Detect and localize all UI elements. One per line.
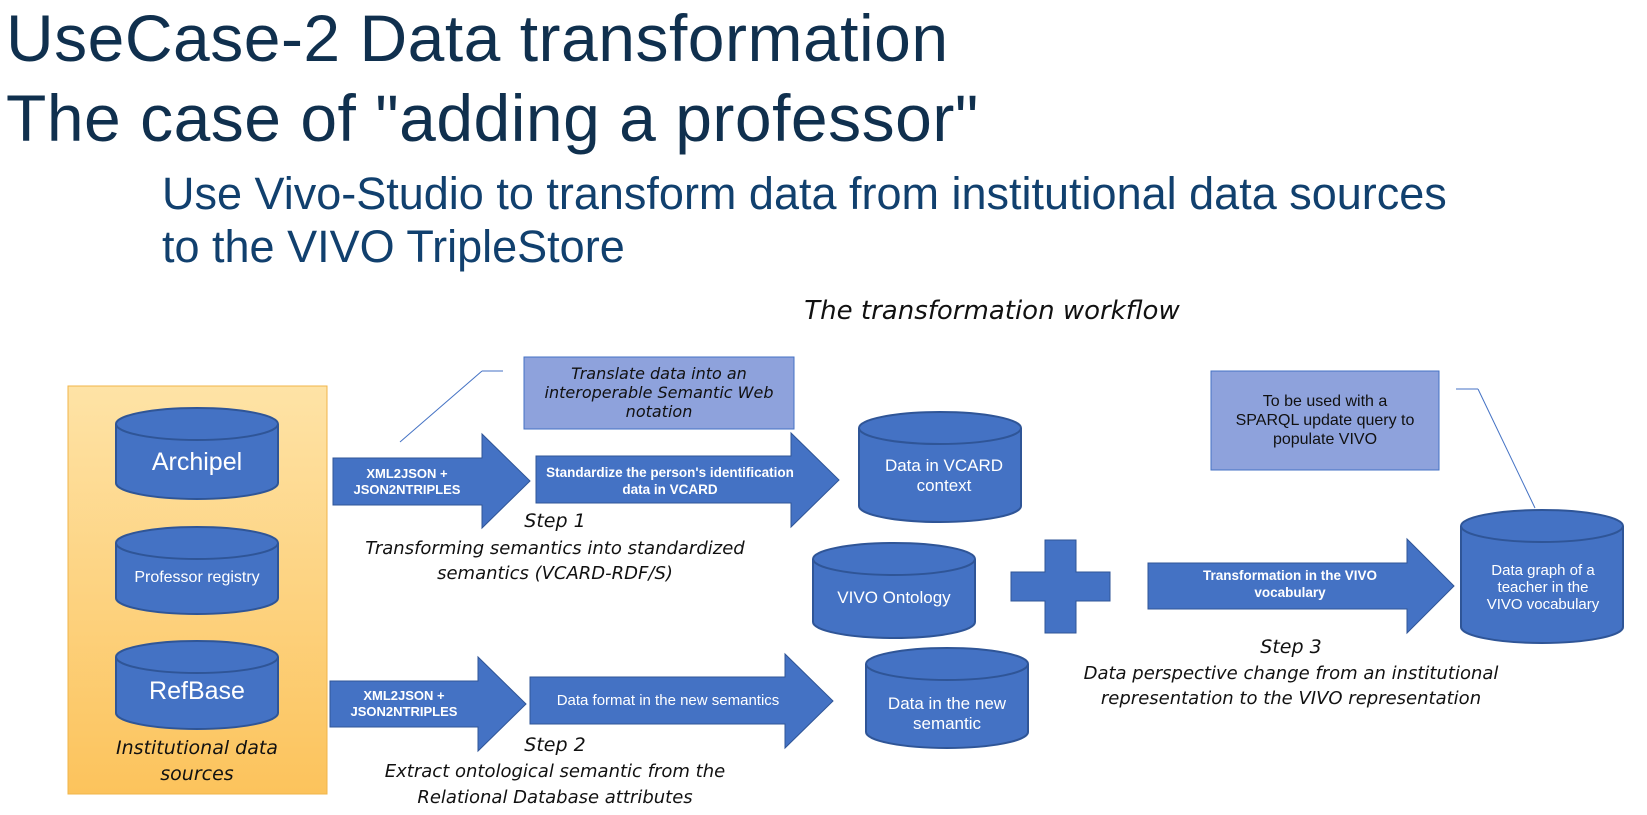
title-line-1: UseCase-2 Data transformation <box>6 1 949 75</box>
step2-desc-line-2: Relational Database attributes <box>417 787 692 808</box>
subtitle-line-1: Use Vivo-Studio to transform data from i… <box>162 168 1447 219</box>
callout-sparql-line-3: populate VIVO <box>1273 431 1377 448</box>
sources-caption-line-1: Institutional data <box>116 737 278 759</box>
vcard-context-line-2: context <box>917 476 972 495</box>
step2-desc-line-1: Extract ontological semantic from the <box>385 761 725 782</box>
step1-desc-line-2: semantics (VCARD-RDF/S) <box>437 563 673 584</box>
refbase-label: RefBase <box>149 677 245 705</box>
new-semantic-line-1: Data in the new <box>888 694 1007 713</box>
callout-sparql-box <box>1210 370 1440 471</box>
step1-tool-line-1: XML2JSON + <box>366 466 448 481</box>
callout-sparql-line-2: SPARQL update query to <box>1236 412 1415 429</box>
vivo-graph-line-3: VIVO vocabulary <box>1487 596 1600 613</box>
callout-sparql-line-1: To be used with a <box>1263 393 1388 410</box>
vivo-ontology-database: VIVO Ontology <box>812 542 976 639</box>
step3-action-arrow: Transformation in the VIVO vocabulary <box>1147 537 1455 635</box>
step1-action-arrow: Standardize the person's identification … <box>535 431 840 529</box>
refbase-database: RefBase <box>115 640 279 730</box>
new-semantic-database: Data in the new semantic <box>865 647 1029 749</box>
subtitle-line-2: to the VIVO TripleStore <box>162 221 625 272</box>
new-semantic-line-2: semantic <box>913 714 982 733</box>
step2-action-arrow: Data format in the new semantics <box>529 652 834 750</box>
vcard-context-database: Data in VCARD context <box>858 411 1022 523</box>
step1-tool-line-2: JSON2NTRIPLES <box>354 482 461 497</box>
step3-action-line-2: vocabulary <box>1254 585 1326 600</box>
step1-desc-line-1: Transforming semantics into standardized <box>365 538 745 559</box>
vivo-graph-database: Data graph of a teacher in the VIVO voca… <box>1460 509 1624 644</box>
archipel-label: Archipel <box>152 448 242 476</box>
step3-action-line-1: Transformation in the VIVO <box>1203 568 1377 583</box>
vivo-graph-line-1: Data graph of a <box>1491 562 1595 579</box>
vivo-ontology-label: VIVO Ontology <box>837 588 951 607</box>
step3-desc-line-2: representation to the VIVO representatio… <box>1101 688 1481 709</box>
professor-registry-label: Professor registry <box>134 569 259 586</box>
title-line-2: The case of "adding a professor" <box>6 81 979 155</box>
archipel-database: Archipel <box>115 407 279 500</box>
callout-translate-line-1: Translate data into an <box>571 364 747 383</box>
vcard-context-line-1: Data in VCARD <box>885 456 1003 475</box>
step2-label: Step 2 <box>524 734 585 756</box>
step1-tool-arrow: XML2JSON + JSON2NTRIPLES <box>332 432 531 530</box>
workflow-title: The transformation workflow <box>804 296 1180 326</box>
professor-registry-database: Professor registry <box>115 526 279 615</box>
callout-translate-line-3: notation <box>626 402 693 421</box>
step3-desc-line-1: Data perspective change from an institut… <box>1084 663 1499 684</box>
step2-tool-line-2: JSON2NTRIPLES <box>351 704 458 719</box>
callout-translate-box <box>523 356 795 430</box>
step1-label: Step 1 <box>524 510 585 532</box>
vivo-graph-line-2: teacher in the <box>1498 579 1589 596</box>
step2-action-label: Data format in the new semantics <box>557 692 780 709</box>
step1-action-line-1: Standardize the person's identification <box>546 465 794 480</box>
step2-tool-line-1: XML2JSON + <box>363 688 445 703</box>
step1-action-line-2: data in VCARD <box>622 482 718 497</box>
sources-caption-line-2: sources <box>160 763 234 785</box>
step3-label: Step 3 <box>1260 636 1321 658</box>
plus-icon <box>1010 539 1111 634</box>
callout-translate-line-2: interoperable Semantic Web <box>545 383 774 402</box>
step2-tool-arrow: XML2JSON + JSON2NTRIPLES <box>329 655 527 753</box>
